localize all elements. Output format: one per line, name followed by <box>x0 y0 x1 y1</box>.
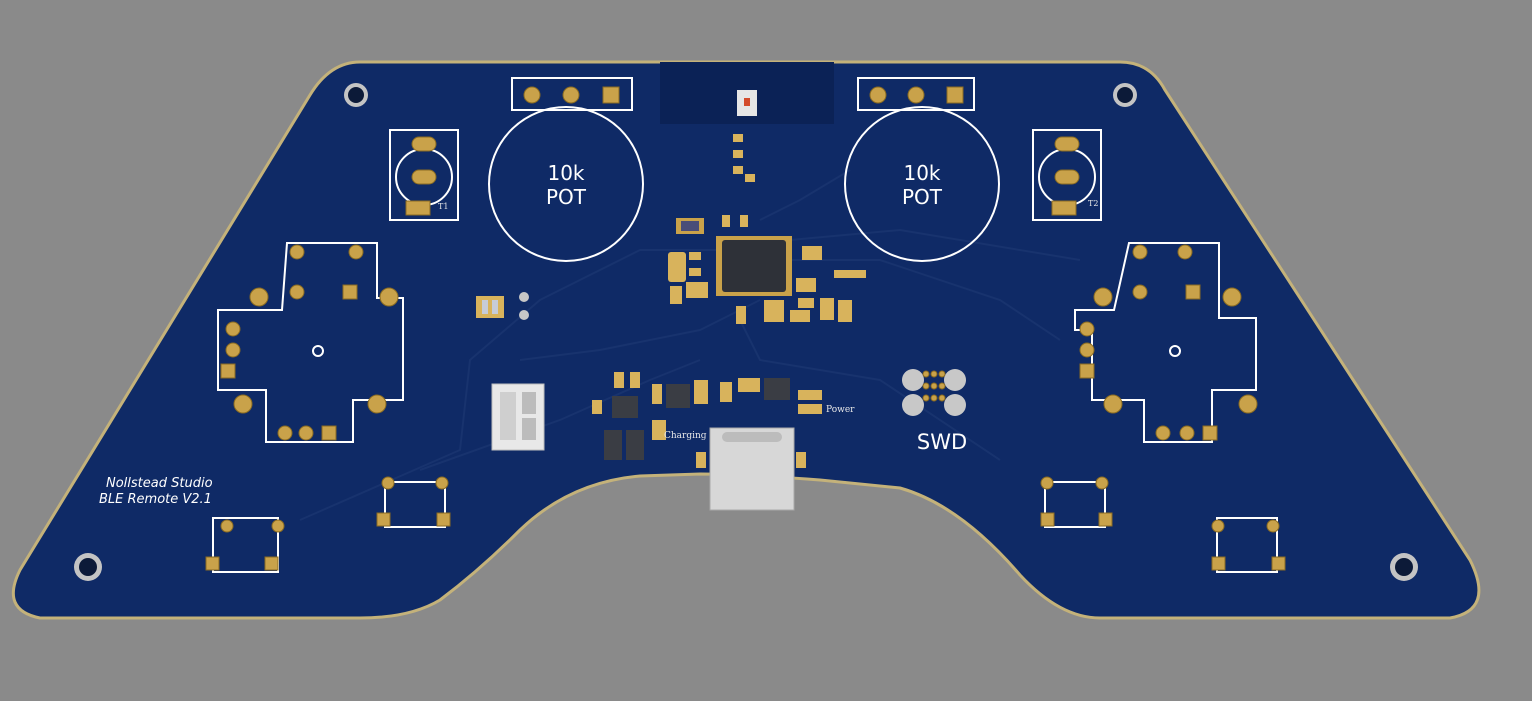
button-left-inner <box>376 476 451 528</box>
traces <box>299 169 1081 521</box>
pot-left-type: POT <box>546 185 587 209</box>
pot-right-outline <box>844 106 1000 262</box>
trigger-right-footprint: T2 <box>1032 129 1102 221</box>
pot-right-header <box>857 77 975 111</box>
passives-left <box>476 292 529 320</box>
charger-parts <box>592 372 822 468</box>
button-left-outer <box>205 517 285 573</box>
trigger-right-label: T2 <box>1088 199 1098 208</box>
model-label: BLE Remote V2.1 <box>99 492 212 507</box>
usb-c-connector <box>709 427 795 511</box>
led-power-label: Power <box>826 405 855 415</box>
swd-label: SWD <box>917 430 967 454</box>
pot-left-header <box>511 77 633 111</box>
button-right-inner <box>1040 476 1113 528</box>
trigger-left-footprint: T1 <box>389 129 459 221</box>
studio-label: Nollstead Studio <box>106 476 213 491</box>
joystick-left-footprint <box>217 242 404 443</box>
pcb-board <box>11 60 1481 620</box>
swd-pads <box>902 369 966 416</box>
mcu-chip <box>716 236 792 296</box>
trigger-left-label: T1 <box>438 202 448 211</box>
pot-left-outline <box>488 106 644 262</box>
rf-parts <box>733 90 757 182</box>
led-charging-label: Charging <box>664 431 707 441</box>
pot-right-value: 10k <box>903 161 940 185</box>
pot-right-type: POT <box>902 185 943 209</box>
battery-connector <box>491 383 545 451</box>
pot-left-value: 10k <box>547 161 584 185</box>
button-right-outer <box>1211 517 1286 573</box>
passives-mcu <box>668 215 866 324</box>
mounting-holes <box>74 83 1418 581</box>
joystick-right-footprint <box>1074 242 1258 443</box>
